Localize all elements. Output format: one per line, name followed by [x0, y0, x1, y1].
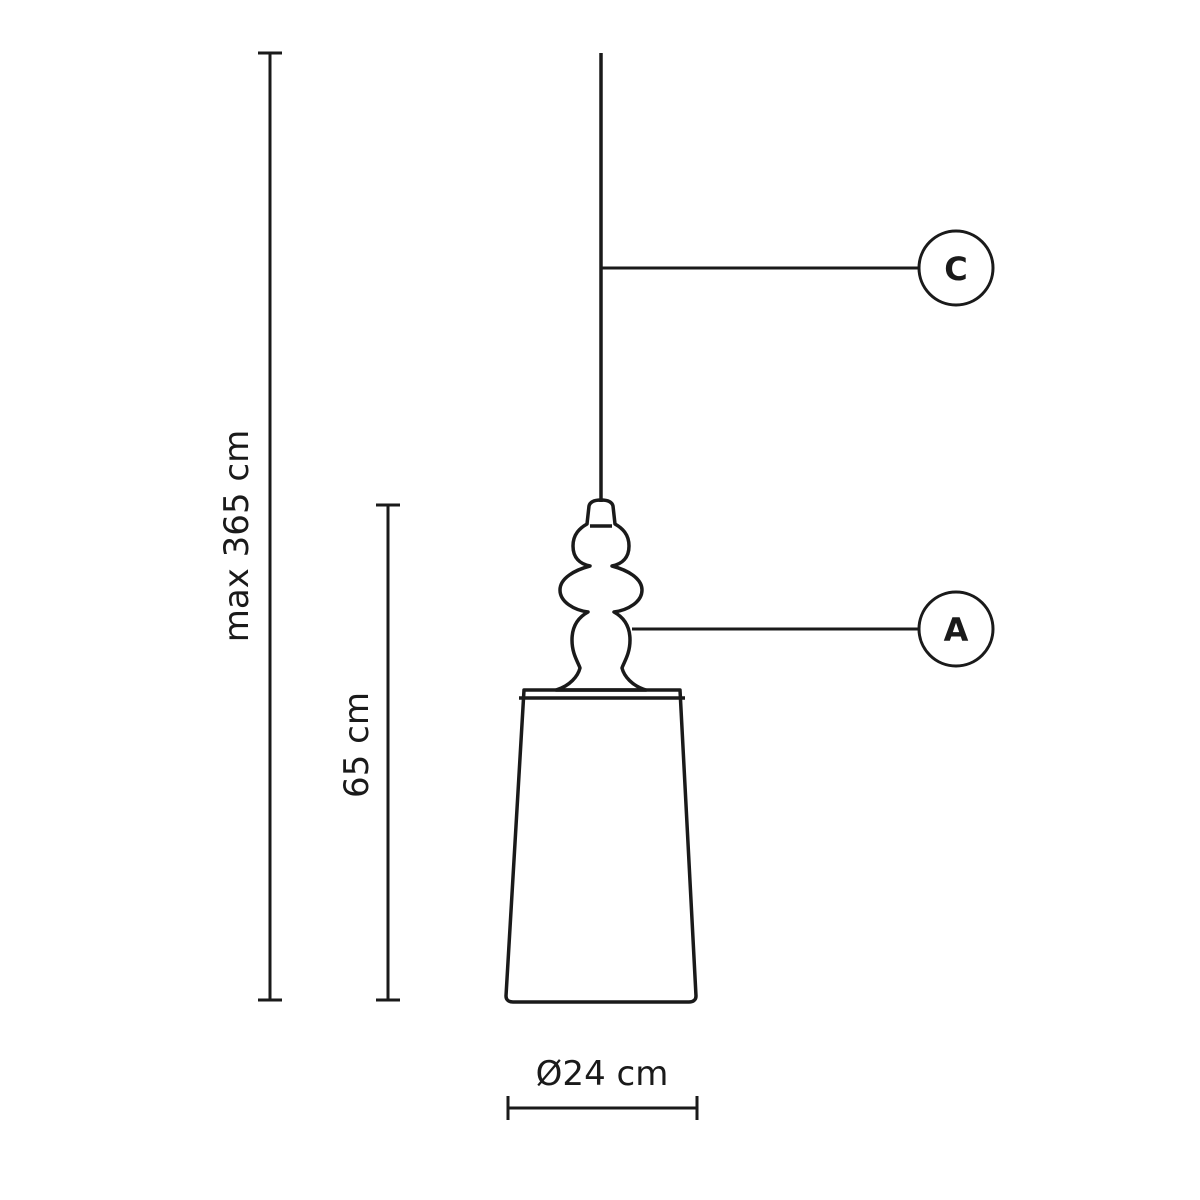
total-height-dimension: max 365 cm: [217, 51, 282, 1002]
diameter-dimension: Ø24 cm: [506, 1054, 699, 1120]
lamp-turned-body: [554, 498, 648, 692]
callout-c-label: C: [944, 250, 967, 288]
callout-a: A: [632, 590, 995, 668]
diameter-label: Ø24 cm: [536, 1054, 669, 1094]
lamp-shade: [504, 688, 698, 1004]
callout-a-label: A: [944, 611, 969, 649]
callout-c-circle: [917, 229, 995, 307]
shade-height-dimension: 65 cm: [337, 503, 400, 1002]
shade-height-label: 65 cm: [337, 692, 377, 798]
total-height-label: max 365 cm: [217, 430, 257, 642]
callout-c: C: [601, 229, 995, 307]
callout-a-circle: [917, 590, 995, 668]
